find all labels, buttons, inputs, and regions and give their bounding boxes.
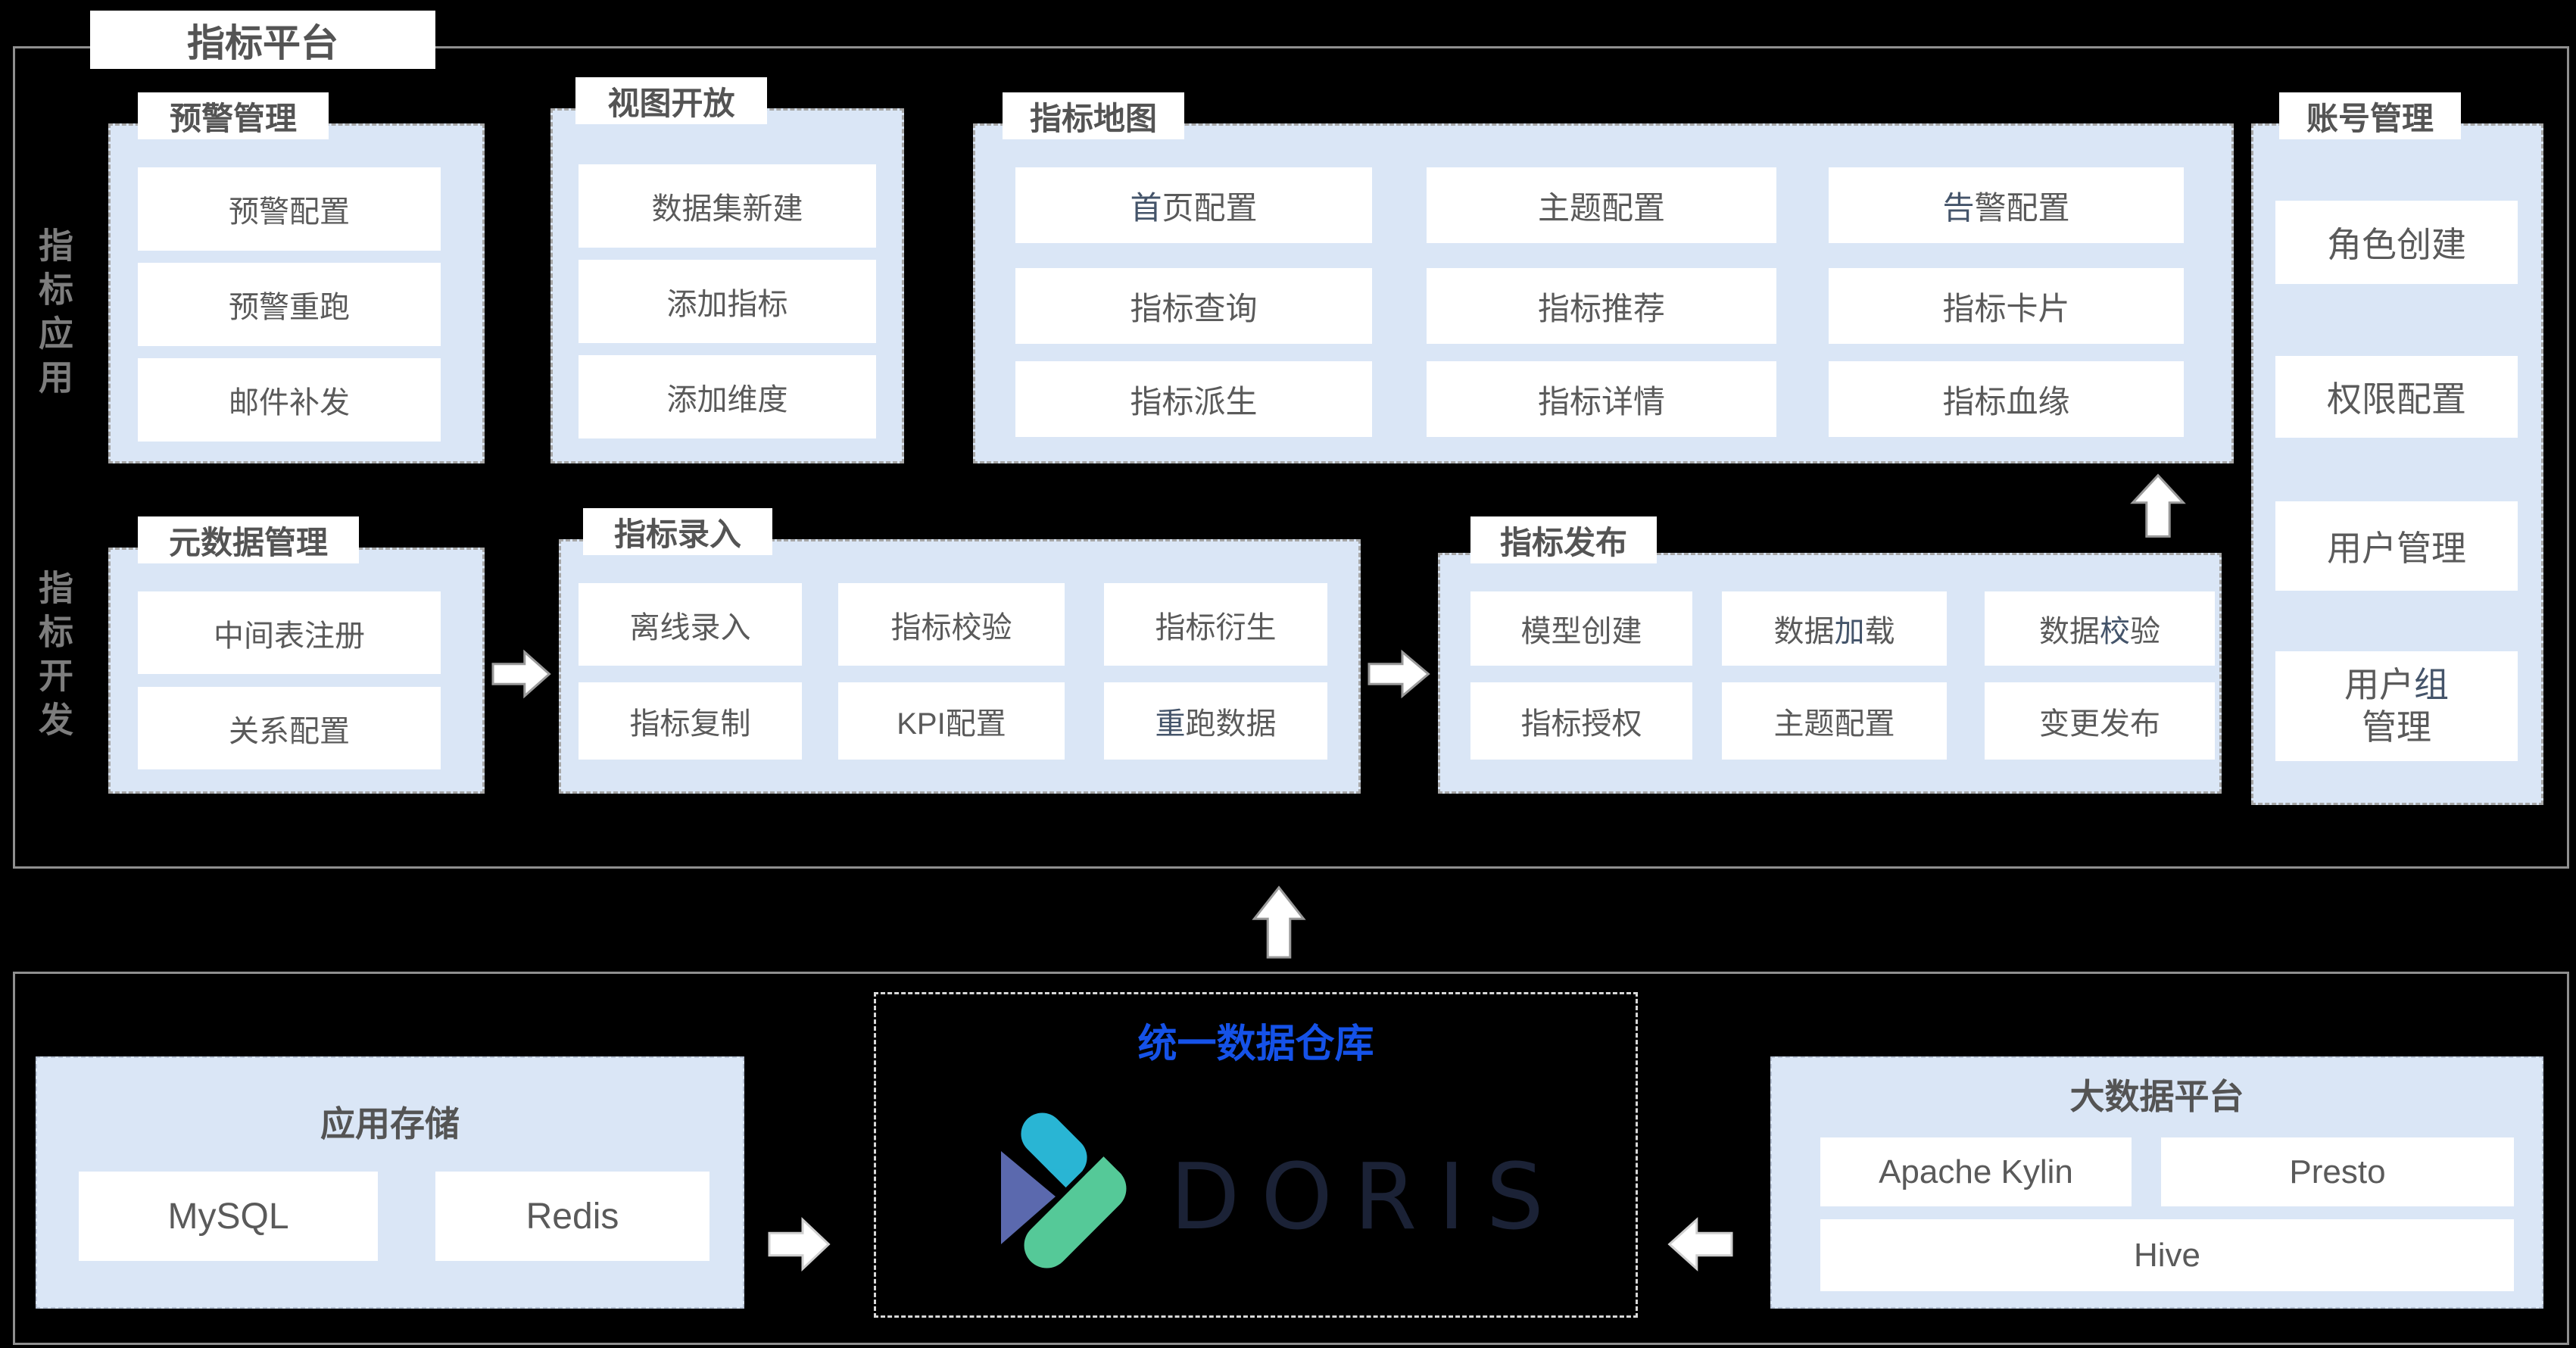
item-alert-config: 预警配置 <box>138 167 441 251</box>
item-metric-authorization: 指标授权 <box>1470 682 1692 760</box>
arrow-right-icon <box>493 649 550 699</box>
item-kpi-config: KPI配置 <box>838 682 1065 760</box>
item-relation-config: 关系配置 <box>138 687 441 769</box>
item-theme-config-publish: 主题配置 <box>1722 682 1947 760</box>
group-metric-publish-title: 指标发布 <box>1470 516 1657 563</box>
platform-section-frame <box>13 46 2569 869</box>
arrow-right-icon <box>1369 649 1430 699</box>
infrastructure-section-frame <box>13 972 2569 1345</box>
arrow-right-icon <box>769 1216 830 1272</box>
item-intermediate-table-register: 中间表注册 <box>138 591 441 674</box>
group-view-open-title: 视图开放 <box>575 77 767 124</box>
arrow-left-icon <box>1668 1216 1732 1272</box>
item-metric-query: 指标查询 <box>1015 268 1372 344</box>
side-label-metric-development: 指标开发 <box>34 569 73 745</box>
item-permission-config: 权限配置 <box>2275 356 2518 438</box>
group-app-storage-title: 应用存储 <box>320 1104 460 1144</box>
item-data-load: 数据加载 <box>1722 591 1947 666</box>
item-add-dimension: 添加维度 <box>579 355 876 438</box>
item-metric-recommend: 指标推荐 <box>1427 268 1776 344</box>
group-unified-warehouse-title: 统一数据仓库 <box>1137 1022 1374 1066</box>
group-metric-map-title: 指标地图 <box>1003 92 1184 139</box>
item-role-create: 角色创建 <box>2275 201 2518 284</box>
item-alarm-config: 告警配置 <box>1829 167 2184 243</box>
item-mail-resend: 邮件补发 <box>138 358 441 442</box>
item-metric-detail: 指标详情 <box>1427 361 1776 437</box>
item-usergroup-management: 用户组 管理 <box>2275 651 2518 761</box>
item-user-management: 用户管理 <box>2275 501 2518 591</box>
item-dataset-create: 数据集新建 <box>579 164 876 248</box>
group-unified-warehouse <box>874 992 1638 1318</box>
item-change-release: 变更发布 <box>1985 682 2215 760</box>
group-metadata-management-title: 元数据管理 <box>138 516 359 563</box>
item-metric-lineage: 指标血缘 <box>1829 361 2184 437</box>
item-alert-rerun: 预警重跑 <box>138 263 441 346</box>
item-metric-card: 指标卡片 <box>1829 268 2184 344</box>
doris-logo-icon <box>1001 1112 1127 1268</box>
item-metric-validation: 指标校验 <box>838 583 1065 666</box>
item-hive: Hive <box>1820 1219 2514 1291</box>
item-rerun-data: 重跑数据 <box>1104 682 1327 760</box>
item-add-metric: 添加指标 <box>579 260 876 343</box>
side-label-metric-application: 指标应用 <box>34 227 73 403</box>
item-metric-copy: 指标复制 <box>579 682 802 760</box>
group-account-management-title: 账号管理 <box>2279 92 2461 139</box>
item-mysql: MySQL <box>79 1172 378 1261</box>
arrow-up-icon <box>1251 886 1307 959</box>
item-presto: Presto <box>2161 1137 2514 1206</box>
item-model-create: 模型创建 <box>1470 591 1692 666</box>
item-metric-derivation: 指标衍生 <box>1104 583 1327 666</box>
doris-wordmark: DORIS <box>1170 1145 1565 1250</box>
item-apache-kylin: Apache Kylin <box>1820 1137 2132 1206</box>
item-homepage-config: 首页配置 <box>1015 167 1372 243</box>
group-alert-management-title: 预警管理 <box>138 92 329 139</box>
group-big-data-platform-title: 大数据平台 <box>2069 1077 2244 1116</box>
item-data-validation: 数据校验 <box>1985 591 2215 666</box>
item-offline-entry: 离线录入 <box>579 583 802 666</box>
item-theme-config: 主题配置 <box>1427 167 1776 243</box>
arrow-up-icon <box>2129 474 2187 538</box>
group-metric-entry-title: 指标录入 <box>583 508 772 555</box>
page-title: 指标平台 <box>90 11 435 69</box>
item-metric-derive: 指标派生 <box>1015 361 1372 437</box>
item-redis: Redis <box>435 1172 709 1261</box>
